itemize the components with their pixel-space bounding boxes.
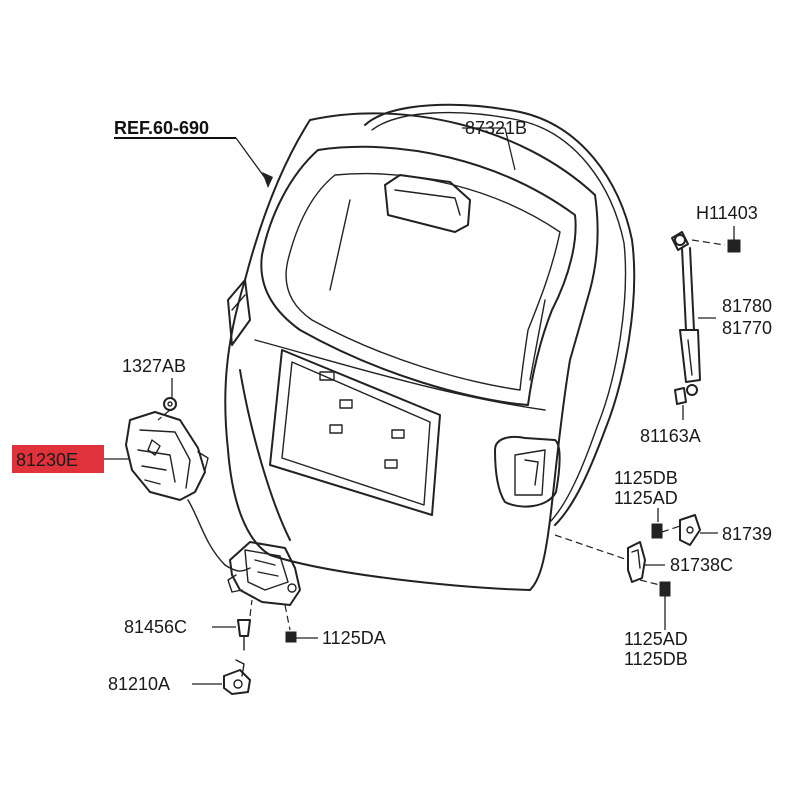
label-nut: 1327AB [122,356,186,376]
label-striker: 81739 [722,524,772,544]
nut-1327ab [157,378,177,421]
label-key-cylinder: 81210A [108,674,170,694]
label-lifter-a: 81780 [722,296,772,316]
striker-bracket [554,508,718,630]
bolt-81163a [674,387,687,420]
label-bracket: 81738C [670,555,733,575]
tailgate-panel [224,112,599,591]
seal-leader-b [504,127,516,171]
bolt-1125da [284,604,318,643]
label-bolt-db-top: 1125DB [614,468,678,488]
weatherstrip-seal [364,103,636,526]
label-pin: 81456C [124,617,187,637]
ref-arrowhead [262,172,273,188]
pin-81456c [212,599,253,651]
label-bolt-da: 1125DA [322,628,386,648]
key-cylinder-81210a [192,659,251,695]
label-glass-seal: 87321B [465,118,527,138]
latch-assembly [227,541,301,606]
label-lifter-b: 81770 [722,318,772,338]
label-bolt-ad-bottom: 1125AD [624,629,688,649]
ref-leader [235,137,269,183]
label-bolt-ad-top: 1125AD [614,488,678,508]
gas-lifter [671,231,701,396]
label-highlighted-part: 81230E [16,450,78,470]
label-lifter-bolt: 81163A [640,426,701,446]
label-ref: REF.60-690 [114,118,209,138]
latch-actuator [125,411,251,572]
label-bolt-db-bottom: 1125DB [624,649,688,669]
label-bolt-top: H11403 [696,203,758,223]
highlight-box [12,445,104,473]
bolt-h11403 [691,226,741,253]
